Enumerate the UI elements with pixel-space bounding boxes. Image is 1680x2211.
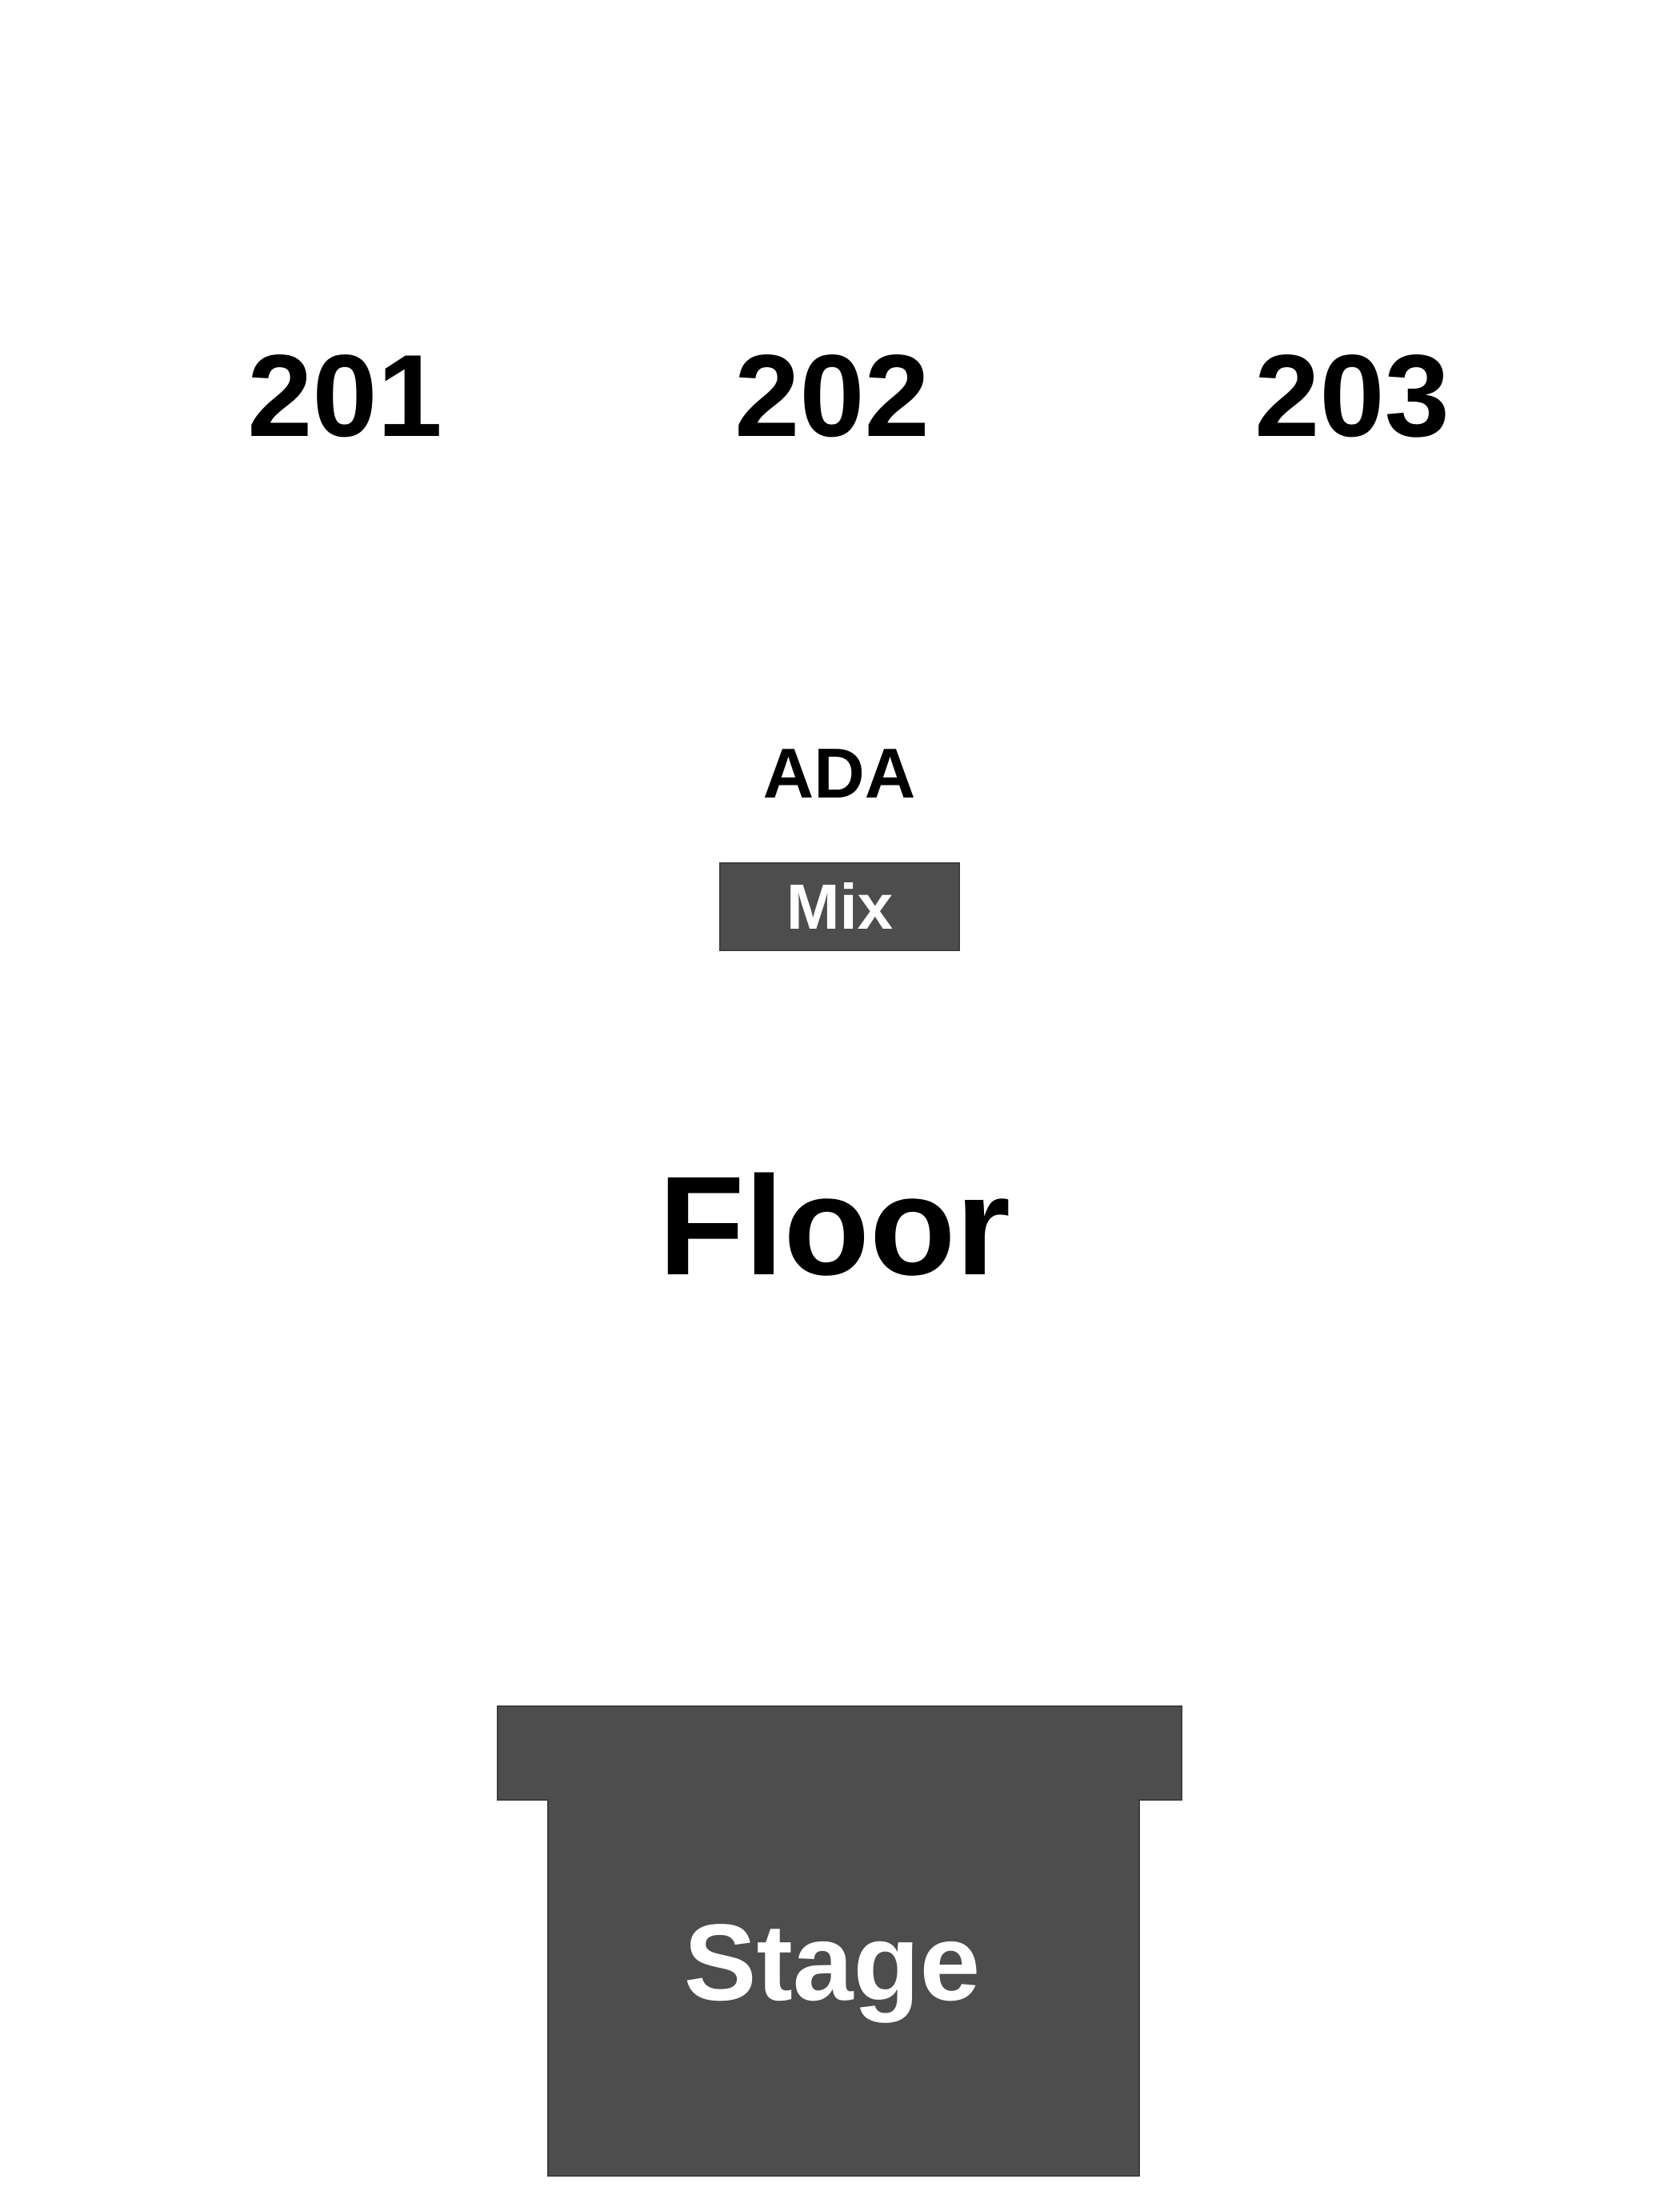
mix-position-box: Mix	[719, 862, 960, 951]
stage-outline	[497, 1705, 1182, 2177]
mix-position-label: Mix	[786, 870, 894, 942]
section-203-label[interactable]: 203	[1254, 330, 1450, 461]
stage-label: Stage	[683, 1901, 981, 2023]
section-201-label[interactable]: 201	[247, 330, 442, 461]
floor-section-label[interactable]: Floor	[658, 1148, 1010, 1305]
ada-section-label[interactable]: ADA	[762, 734, 916, 813]
section-202-label[interactable]: 202	[734, 330, 930, 461]
